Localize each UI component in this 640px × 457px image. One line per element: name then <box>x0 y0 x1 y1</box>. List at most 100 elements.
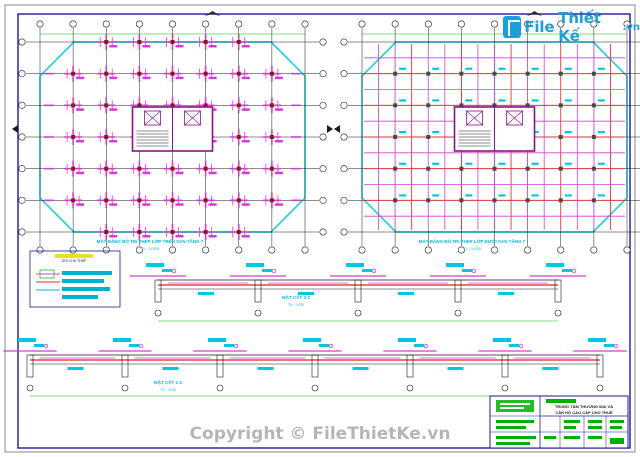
rebar-callout <box>423 343 429 349</box>
column-mark <box>203 166 208 171</box>
rebar-tag <box>241 108 250 111</box>
rebar-tag <box>531 162 539 165</box>
column-mark <box>104 103 109 108</box>
rebar-tag <box>597 99 605 102</box>
rebar-tag <box>432 131 440 134</box>
column-mark <box>591 198 596 203</box>
axis-bubble <box>319 101 327 109</box>
column-mark <box>170 166 175 171</box>
rebar-label <box>414 344 424 347</box>
column-mark <box>558 135 563 139</box>
axis-bubble <box>391 246 399 254</box>
rebar-tag <box>208 76 217 80</box>
column-stub <box>121 354 129 378</box>
column-mark <box>71 135 76 139</box>
column-mark <box>71 71 76 76</box>
upper-section-drawing <box>130 263 586 322</box>
lower-section-drawing <box>3 338 627 397</box>
axis-bubble <box>69 246 77 254</box>
rebar-callout <box>138 343 144 349</box>
site-logo[interactable]: File Thiết Kế .vn <box>503 9 640 45</box>
axis-bubble <box>596 384 604 392</box>
rebar-tag <box>274 171 283 175</box>
column-mark <box>591 135 596 139</box>
column-mark <box>426 198 431 203</box>
rebar-tag <box>109 171 118 175</box>
axis-bubble <box>216 384 224 392</box>
rebar-tag <box>175 235 184 238</box>
column-mark <box>591 166 596 171</box>
rebar-tag <box>564 194 572 197</box>
rebar-label <box>18 338 36 342</box>
rebar-tag <box>274 76 283 80</box>
rebar-tag <box>142 203 151 206</box>
notes-title: GHI CHÚ THÉP <box>61 258 87 263</box>
axis-bubble <box>490 20 498 28</box>
right-plan-title: MẶT BẰNG BỐ TRÍ THÉP LỚP DƯỚI SÀN TẦNG 7 <box>419 237 526 244</box>
right-floor-plan <box>334 11 640 254</box>
rebar-label <box>224 344 234 347</box>
axis-bubble <box>557 246 565 254</box>
rebar-label <box>588 338 606 342</box>
rebar-label <box>146 263 164 267</box>
rebar-callout <box>328 343 334 349</box>
logo-suffix: .vn <box>622 21 640 33</box>
rebar-callout <box>371 268 377 274</box>
column-mark <box>203 40 208 44</box>
rebar-callout <box>518 343 524 349</box>
rebar-tag <box>76 108 85 111</box>
column-mark <box>525 166 530 171</box>
rebar-callout <box>233 343 239 349</box>
elevator-cross <box>466 110 483 126</box>
axis-bubble <box>121 384 129 392</box>
rebar-tag <box>498 99 506 102</box>
rebar-tag <box>597 194 605 197</box>
rebar-tag <box>175 203 184 206</box>
axis-bubble <box>340 165 348 173</box>
rebar-tag <box>399 67 407 70</box>
column-mark <box>236 103 241 108</box>
column-mark <box>426 103 431 108</box>
rebar-tag <box>498 67 506 70</box>
axis-bubble <box>457 246 465 254</box>
rebar-tag <box>109 140 118 143</box>
rebar-label <box>113 338 131 342</box>
column-mark <box>137 40 142 44</box>
column-stub <box>454 279 462 303</box>
column-mark <box>137 230 142 234</box>
rebar-tag <box>241 171 250 175</box>
column-mark <box>492 71 497 76</box>
rebar-tag <box>241 76 250 80</box>
axis-bubble <box>311 384 319 392</box>
rebar-tag <box>76 171 85 175</box>
axis-bubble <box>340 70 348 78</box>
column-mark <box>236 71 241 76</box>
rebar-label <box>129 344 139 347</box>
rebar-label <box>34 344 44 347</box>
column-mark <box>71 166 76 171</box>
rebar-tag <box>531 67 539 70</box>
rebar-label <box>319 344 329 347</box>
left-floor-plan <box>12 11 333 254</box>
column-mark <box>459 71 464 76</box>
notes-legend: GHI CHÚ THÉP <box>29 250 121 308</box>
axis-bubble <box>36 246 44 254</box>
axis-bubble <box>554 309 562 317</box>
rebar-tag <box>76 140 85 143</box>
column-stub <box>216 354 224 378</box>
column-mark <box>104 198 109 203</box>
rebar-tag <box>465 67 473 70</box>
rebar-tag <box>498 194 506 197</box>
axis-bubble <box>102 246 110 254</box>
axis-bubble <box>268 246 276 254</box>
rebar-label <box>346 263 364 267</box>
column-mark <box>170 40 175 44</box>
span-rebar-label <box>198 292 214 295</box>
column-stub <box>311 354 319 378</box>
rebar-tag <box>208 45 217 48</box>
column-mark <box>558 71 563 76</box>
column-mark <box>203 71 208 76</box>
column-mark <box>137 71 142 76</box>
column-mark <box>269 135 274 139</box>
column-stub <box>354 279 362 303</box>
